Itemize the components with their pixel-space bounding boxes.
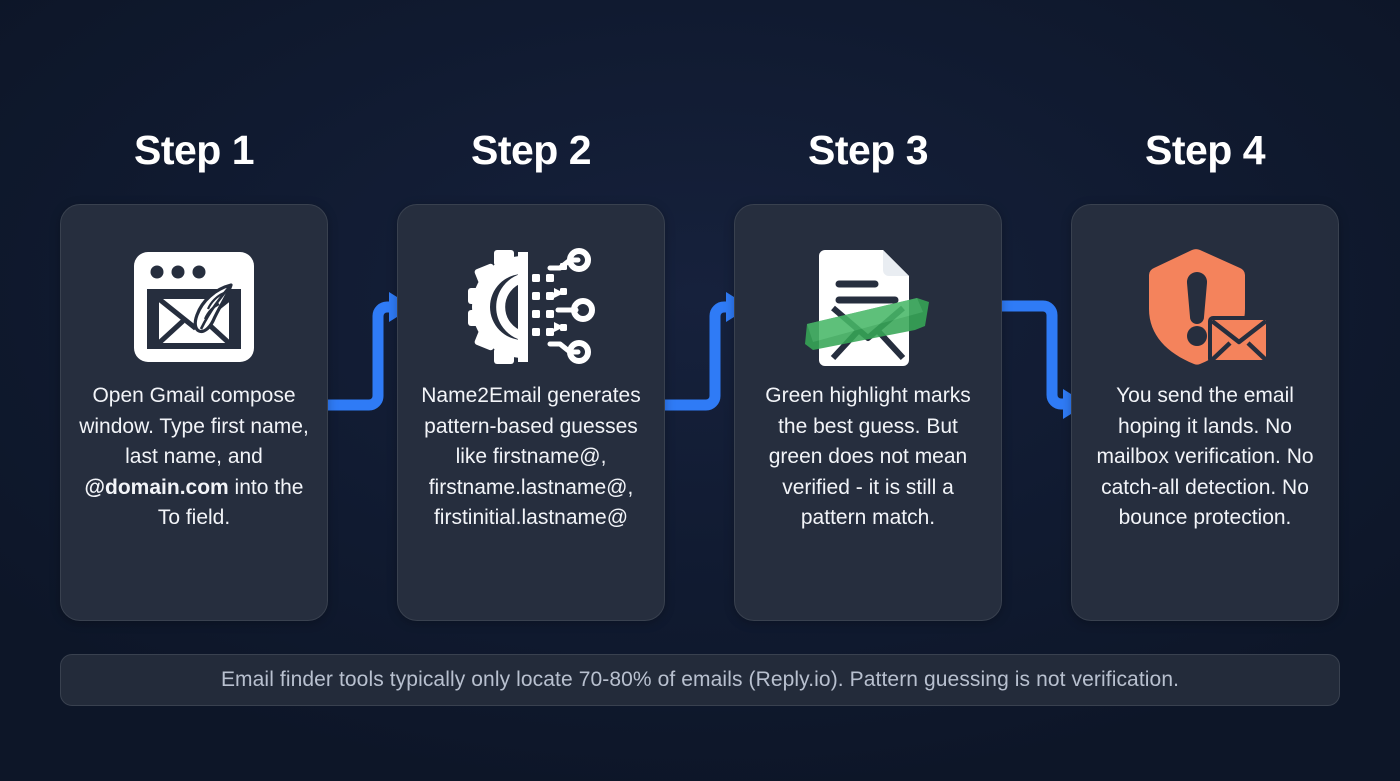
footer-note-text: Email finder tools typically only locate… xyxy=(220,668,1180,691)
step-card-1[interactable]: Open Gmail compose window. Type first na… xyxy=(60,204,328,621)
document-envelope-highlight-icon xyxy=(793,241,943,373)
step-text-1-bold: @domain.com xyxy=(84,475,229,499)
shield-alert-envelope-icon xyxy=(1130,241,1280,373)
step-column-1: Step 1 xyxy=(60,126,328,621)
step-title-4: Step 4 xyxy=(1144,127,1266,173)
step-text-4: You send the email hoping it lands. No m… xyxy=(1096,384,1314,529)
step-card-3[interactable]: Green highlight marks the best guess. Bu… xyxy=(734,204,1002,621)
footer-note-bar: Email finder tools typically only locate… xyxy=(60,654,1340,706)
step-title-1: Step 1 xyxy=(133,127,255,173)
step-column-2: Step 2 xyxy=(397,126,665,621)
step-title-2: Step 2 xyxy=(470,127,592,173)
step-text-2: Name2Email generates pattern-based guess… xyxy=(421,384,641,529)
step-card-2[interactable]: Name2Email generates pattern-based guess… xyxy=(397,204,665,621)
gear-circuit-icon xyxy=(456,241,606,373)
compose-window-quill-icon xyxy=(119,241,269,373)
step-card-4[interactable]: You send the email hoping it lands. No m… xyxy=(1071,204,1339,621)
step-text-1: Open Gmail compose window. Type first na… xyxy=(72,381,316,534)
step-title-3: Step 3 xyxy=(807,127,929,173)
step-text-1-part-a: Open Gmail compose window. Type first na… xyxy=(79,384,309,468)
step-column-4: Step 4 You send xyxy=(1071,126,1339,621)
step-text-1-part-c: into the To field. xyxy=(157,475,304,530)
step-column-3: Step 3 xyxy=(734,126,1002,621)
step-text-3: Green highlight marks the best guess. Bu… xyxy=(765,384,971,529)
